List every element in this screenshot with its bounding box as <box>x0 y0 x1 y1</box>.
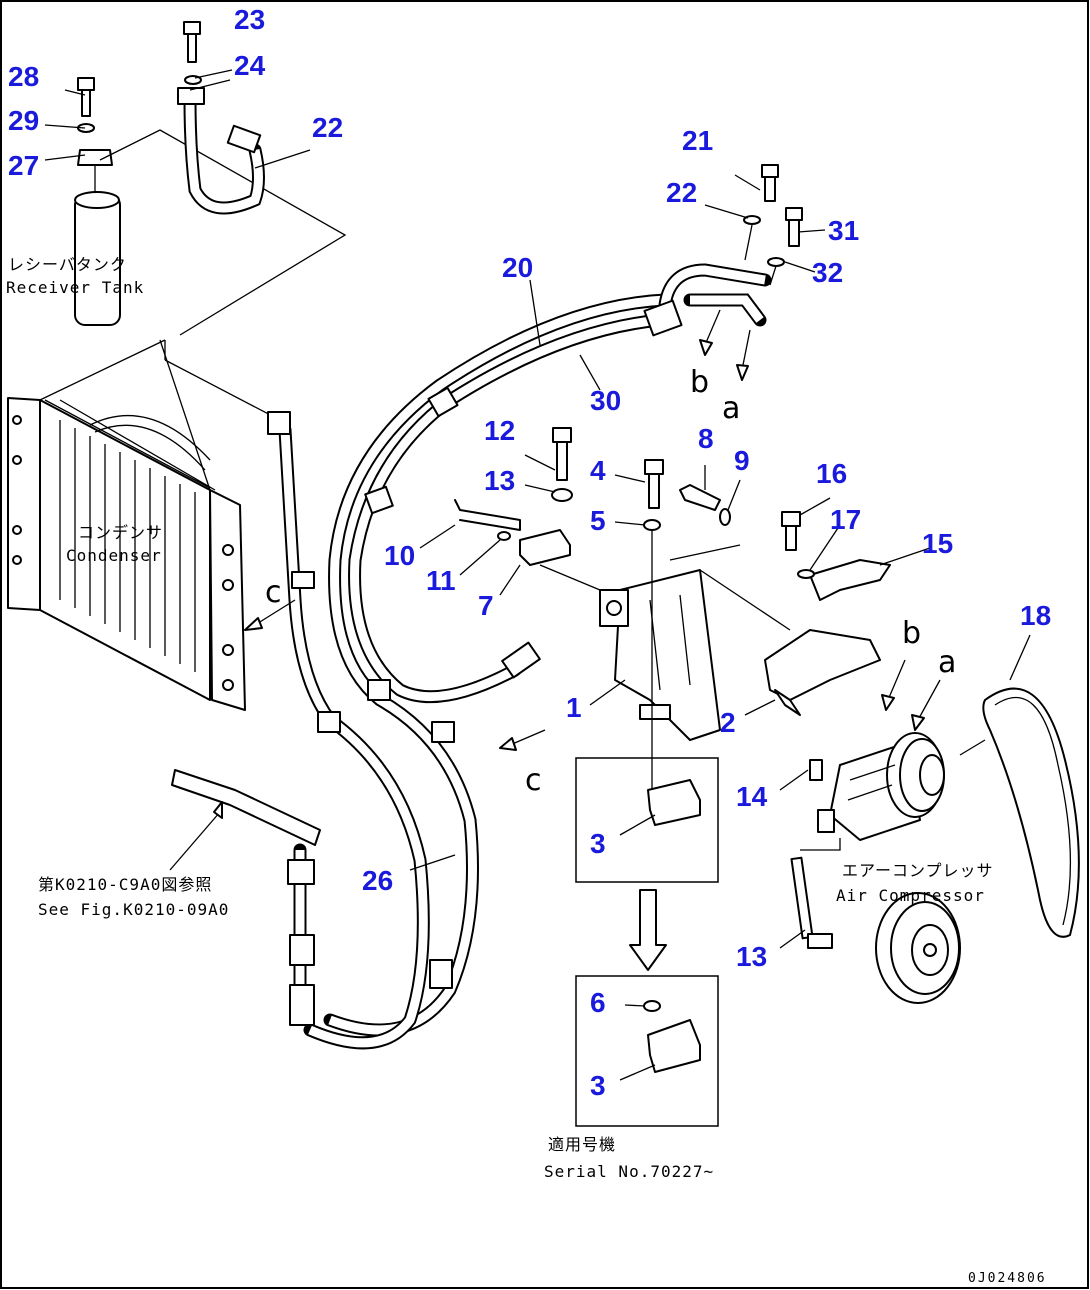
bolt-17 <box>781 511 801 551</box>
callout-4: 4 <box>590 455 606 486</box>
v-belt-19 <box>982 687 1080 938</box>
bolt-31 <box>785 207 803 247</box>
callout-14: 13 <box>736 941 767 972</box>
callout-32: 32 <box>812 257 843 288</box>
detail-box-1 <box>575 757 719 883</box>
hose-20-30 <box>323 293 672 1037</box>
bracket-16 <box>809 559 891 601</box>
callout-16: 15 <box>922 528 953 559</box>
see-fig-jp: 第K0210-C9A0図参照 <box>38 875 212 894</box>
condenser-en: Condenser <box>66 546 162 565</box>
callout-21: 21 <box>682 125 713 156</box>
callout-12: 12 <box>484 415 515 446</box>
callout-31: 31 <box>828 215 859 246</box>
callout-25: 24 <box>234 50 266 81</box>
callout-2: 2 <box>720 707 736 738</box>
receiver-tank <box>74 149 121 326</box>
callouts: 23 24 22 28 29 27 21 22 31 32 20 30 12 1… <box>8 4 1051 1101</box>
captions: レシーバタンク Receiver Tank コンデンサ Condenser エア… <box>6 255 1047 1286</box>
bracket-1 <box>599 569 721 741</box>
condenser-jp: コンデンサ <box>78 523 163 542</box>
callout-1: 1 <box>566 692 582 723</box>
letter-a-top: a <box>722 391 740 426</box>
bolt-4 <box>644 459 664 509</box>
hose-23 <box>177 87 265 215</box>
cover-3-b <box>647 1019 701 1073</box>
bolt-14 <box>790 856 833 949</box>
pulley <box>875 892 961 1004</box>
spacer-15 <box>809 759 823 781</box>
reference-arrows <box>169 309 941 871</box>
change-arrow <box>629 889 667 971</box>
callout-5: 5 <box>590 505 606 536</box>
callout-29: 29 <box>8 105 39 136</box>
receiver-tank-jp: レシーバタンク <box>8 255 127 274</box>
washer-18 <box>797 569 815 579</box>
callout-18: 17 <box>830 504 861 535</box>
callout-30: 30 <box>590 385 621 416</box>
callout-15: 14 <box>736 781 768 812</box>
washer-6 <box>643 1000 661 1012</box>
callout-3-b: 3 <box>590 1070 606 1101</box>
callout-9: 9 <box>734 445 750 476</box>
air-compressor <box>809 732 945 841</box>
letter-a-right: a <box>938 645 956 680</box>
cover-3-a <box>647 779 701 826</box>
bolt-12 <box>552 427 572 481</box>
callout-20: 20 <box>502 252 533 283</box>
callout-7: 7 <box>478 590 494 621</box>
reference-letters: b a c c b a <box>265 365 956 798</box>
leader-lines <box>44 69 1031 1081</box>
callout-26: 26 <box>362 865 393 896</box>
callout-13: 13 <box>484 465 515 496</box>
letter-c-left: c <box>265 575 282 610</box>
bolt-28 <box>77 77 95 117</box>
receiver-tank-en: Receiver Tank <box>6 278 144 297</box>
pipe-fitting <box>643 263 772 337</box>
callout-11: 11 <box>426 565 456 596</box>
bracket-2 <box>764 629 881 716</box>
washer-5 <box>643 519 661 531</box>
callout-24: 23 <box>234 4 265 35</box>
see-fig-en: See Fig.K0210-09A0 <box>38 900 229 919</box>
pipe-assembly <box>171 769 321 1026</box>
callout-19: 18 <box>1020 600 1051 631</box>
washer-32 <box>767 257 785 267</box>
serial-jp: 適用号機 <box>548 1135 616 1154</box>
block-7 <box>519 529 571 566</box>
callout-10: 10 <box>384 540 415 571</box>
air-compressor-jp: エアーコンプレッサ <box>842 861 994 880</box>
bolt-8 <box>679 484 721 511</box>
hose-26 <box>267 411 430 1050</box>
callout-23: 22 <box>312 112 343 143</box>
condenser <box>7 397 246 711</box>
document-id: 0J024806 <box>968 1271 1047 1286</box>
callout-22: 22 <box>666 177 697 208</box>
washer-11 <box>497 531 511 541</box>
callout-3-a: 3 <box>590 828 606 859</box>
nut-13 <box>551 488 573 502</box>
bolt-10 <box>454 499 521 531</box>
serial-en: Serial No.70227~ <box>544 1162 714 1181</box>
callout-28: 28 <box>8 61 39 92</box>
letter-b-top: b <box>690 365 709 400</box>
callout-27: 27 <box>8 150 39 181</box>
letter-b-right: b <box>902 616 921 651</box>
washer-9 <box>719 508 731 526</box>
detail-box-2 <box>575 975 719 1127</box>
bolt-24 <box>183 21 201 63</box>
air-compressor-en: Air Compressor <box>836 886 985 905</box>
callout-17: 16 <box>816 458 847 489</box>
letter-c-mid: c <box>525 763 542 798</box>
bolt-21 <box>761 164 779 202</box>
callout-6: 6 <box>590 987 606 1018</box>
callout-8: 8 <box>698 423 714 454</box>
